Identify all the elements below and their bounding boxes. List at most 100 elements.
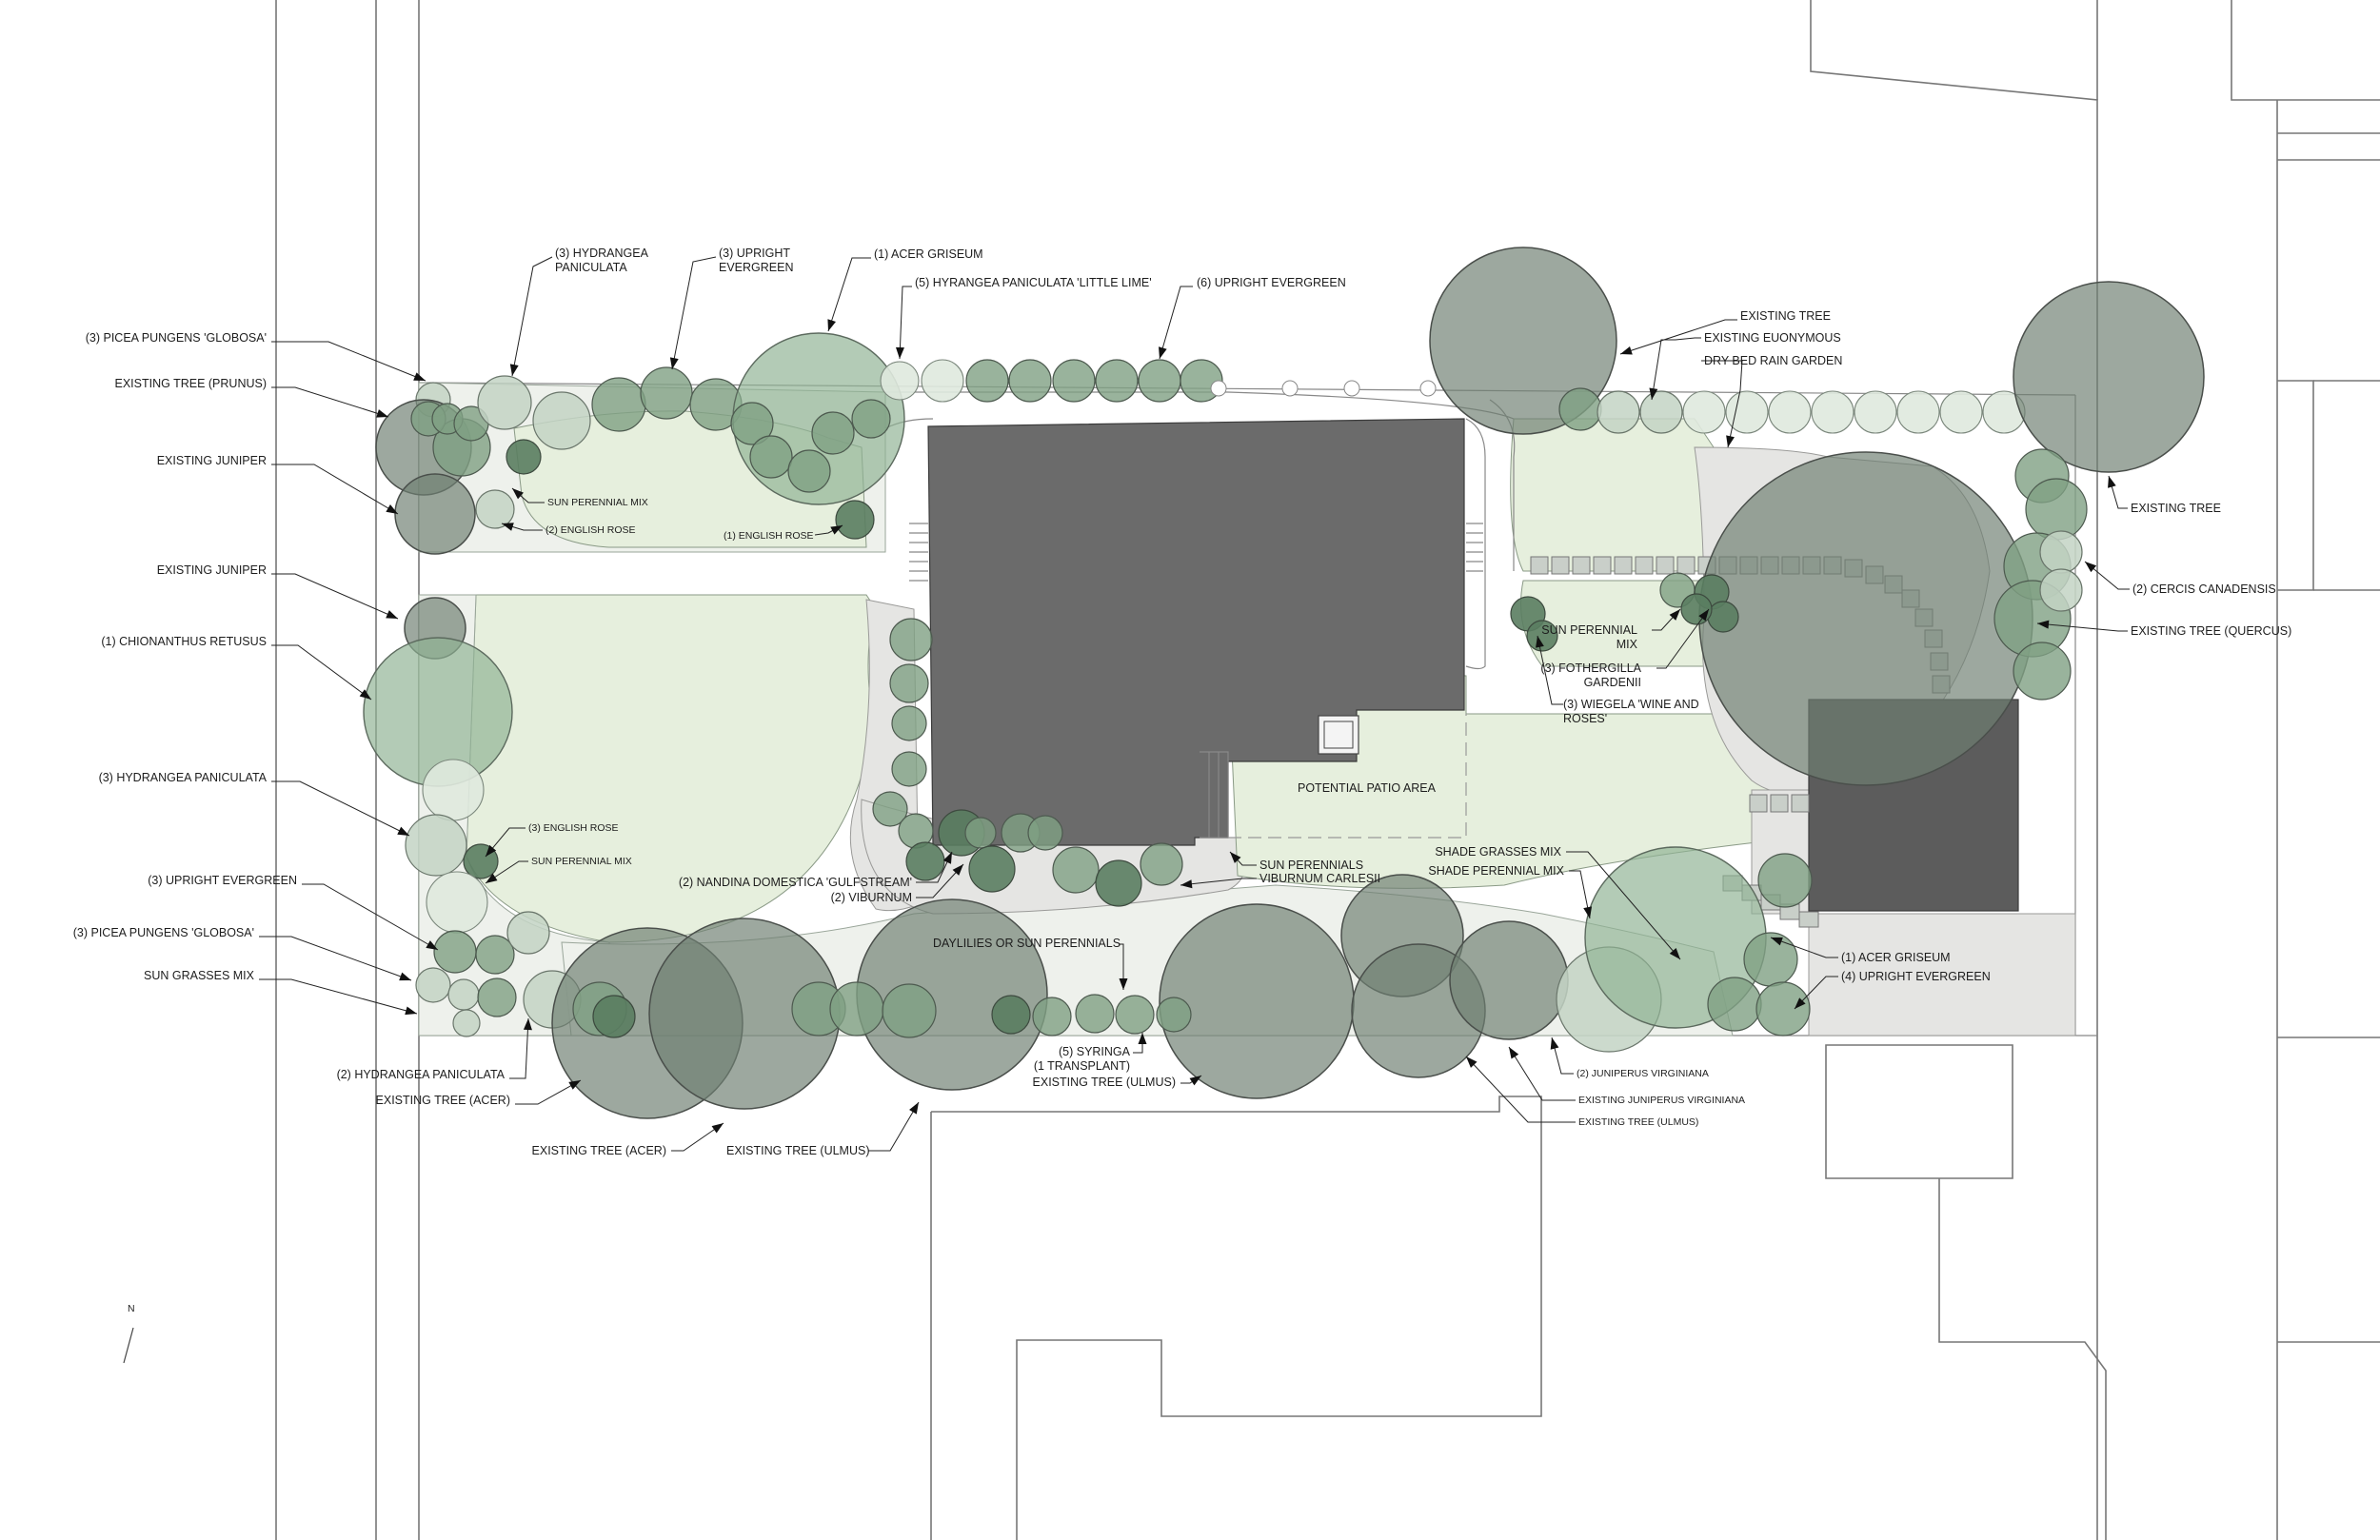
leader-arrowhead <box>1189 1076 1201 1086</box>
plant-label-line: VIBURNUM CARLESII <box>1259 872 1380 885</box>
leader-arrowhead <box>830 525 843 535</box>
plant-label-existing-juniperus: EXISTING JUNIPERUS VIRGINIANA <box>1578 1095 1745 1106</box>
leader-line <box>1656 608 1710 669</box>
leader-line <box>1701 360 1743 448</box>
leader-line <box>1465 1056 1576 1123</box>
leader-arrowhead <box>1536 636 1544 648</box>
plant-label-line: EXISTING TREE (ULMUS) <box>726 1144 869 1157</box>
plant-label-line: SUN PERENNIAL MIX <box>547 497 648 508</box>
plant-label-line: (1) ACER GRISEUM <box>874 247 983 261</box>
leader-arrowhead <box>909 1102 919 1115</box>
plant-label-line: EXISTING JUNIPER <box>157 563 267 577</box>
leader-line <box>271 341 426 382</box>
plant-label-line: (2) CERCIS CANADENSIS <box>2132 582 2276 596</box>
leader-arrowhead <box>486 873 498 883</box>
leader-line <box>515 1079 582 1105</box>
plant-label-sun-grasses: SUN GRASSES MIX <box>144 969 255 982</box>
plant-label-dry-bed: DRY BED RAIN GARDEN <box>1704 354 1842 367</box>
plant-label-line: (3) UPRIGHT <box>719 247 790 260</box>
leader-arrowhead <box>669 357 679 369</box>
plant-label-line: (5) SYRINGA <box>1059 1045 1131 1058</box>
leader-arrowhead <box>509 364 519 376</box>
plant-label-line: (2) NANDINA DOMESTICA 'GULFSTREAM' <box>679 876 912 889</box>
plant-label-line: (2) VIBURNUM <box>831 891 912 904</box>
leader-line <box>1619 319 1737 355</box>
plant-label-picea-globosa-nw: (3) PICEA PUNGENS 'GLOBOSA' <box>86 331 267 345</box>
leader-arrowhead <box>386 504 398 514</box>
leader-arrowhead <box>523 1018 532 1031</box>
plant-label-acer-griseum-n: (1) ACER GRISEUM <box>874 247 983 261</box>
plant-label-cercis: (2) CERCIS CANADENSIS <box>2132 582 2276 596</box>
plant-label-upright-evergreen-w: (3) UPRIGHT EVERGREEN <box>148 874 297 887</box>
leader-arrowhead <box>502 523 514 531</box>
north-label: N <box>128 1303 135 1314</box>
leader-line <box>1537 635 1563 705</box>
plant-label-nandina: (2) NANDINA DOMESTICA 'GULFSTREAM' <box>679 876 912 889</box>
leader-arrowhead <box>512 488 524 500</box>
plant-label-existing-ulmus-1: EXISTING TREE (ULMUS) <box>726 1144 869 1157</box>
leader-arrowhead <box>1550 1037 1559 1050</box>
plant-label-line: EXISTING TREE <box>2131 502 2221 515</box>
leader-line <box>1569 870 1591 919</box>
leader-arrowhead <box>359 689 371 700</box>
plant-label-hyrangea-little-lime: (5) HYRANGEA PANICULATA 'LITTLE LIME' <box>915 276 1152 289</box>
leader-arrowhead <box>426 940 438 950</box>
plant-label-picea-globosa-sw: (3) PICEA PUNGENS 'GLOBOSA' <box>73 926 254 939</box>
leader-line <box>1180 878 1257 886</box>
leader-arrowhead <box>399 972 411 981</box>
plant-label-viburnum: (2) VIBURNUM <box>831 891 912 904</box>
plant-label-shade-grasses: SHADE GRASSES MIX <box>1435 845 1561 859</box>
leader-line <box>271 464 399 515</box>
leader-line <box>509 1017 529 1079</box>
leader-arrowhead <box>895 346 904 359</box>
plant-label-line: SHADE GRASSES MIX <box>1435 845 1561 859</box>
plant-label-existing-euonymous: EXISTING EUONYMOUS <box>1704 331 1841 345</box>
plant-label-line: EXISTING TREE <box>1740 309 1831 323</box>
leader-line <box>1566 851 1681 960</box>
plant-label-english-rose-1: (1) ENGLISH ROSE <box>724 530 814 542</box>
plant-label-line: (5) HYRANGEA PANICULATA 'LITTLE LIME' <box>915 276 1152 289</box>
plant-label-line: (1) ENGLISH ROSE <box>724 530 814 542</box>
leader-line <box>671 1122 724 1152</box>
plant-label-line: EXISTING TREE (PRUNUS) <box>114 377 267 390</box>
plant-label-line: (6) UPRIGHT EVERGREEN <box>1197 276 1346 289</box>
plant-label-daylilies: DAYLILIES OR SUN PERENNIALS <box>933 937 1121 950</box>
leader-arrowhead <box>827 319 836 331</box>
plant-label-line: (2) JUNIPERUS VIRGINIANA <box>1577 1068 1709 1079</box>
leader-arrowhead <box>1649 387 1658 400</box>
plant-label-line: SUN GRASSES MIX <box>144 969 255 982</box>
plant-label-hydrangea-2: (2) HYDRANGEA PANICULATA <box>337 1068 506 1081</box>
leader-line <box>1119 943 1124 990</box>
leader-arrowhead <box>2108 476 2116 488</box>
leader-arrowhead <box>942 852 952 864</box>
plant-label-existing-juniper-1: EXISTING JUNIPER <box>157 454 267 467</box>
leader-line <box>1651 337 1701 401</box>
plant-label-acer-griseum-se: (1) ACER GRISEUM <box>1841 951 1951 964</box>
plant-label-line: EXISTING JUNIPER <box>157 454 267 467</box>
plant-label-line: (1 TRANSPLANT) <box>1034 1059 1130 1073</box>
leader-arrowhead <box>1119 978 1128 990</box>
leader-arrowhead <box>1726 435 1735 447</box>
plant-label-line: EXISTING TREE (ULMUS) <box>1578 1116 1698 1128</box>
leader-arrowhead <box>376 409 388 418</box>
plant-label-line: SUN PERENNIAL <box>1541 623 1637 637</box>
plant-label-line: ROSES' <box>1563 712 1607 725</box>
leader-arrowhead <box>1698 609 1709 622</box>
leader-arrowhead <box>413 372 426 381</box>
plant-label-line: MIX <box>1616 638 1638 651</box>
leader-line <box>485 827 526 858</box>
leader-line <box>1508 1046 1576 1101</box>
leader-line <box>1159 286 1193 360</box>
plant-label-syringa: (5) SYRINGA(1 TRANSPLANT) <box>1034 1045 1131 1073</box>
plant-label-line: (3) WIEGELA 'WINE AND <box>1563 698 1699 711</box>
plant-label-line: (2) ENGLISH ROSE <box>545 524 636 536</box>
plant-label-line: EXISTING TREE (ULMUS) <box>1033 1076 1176 1089</box>
plant-label-upright-evergreen-6: (6) UPRIGHT EVERGREEN <box>1197 276 1346 289</box>
house: POTENTIAL PATIO AREA <box>909 418 1483 846</box>
plant-label-existing-juniper-2: EXISTING JUNIPER <box>157 563 267 577</box>
leader-line <box>511 256 553 377</box>
leader-line <box>271 573 399 620</box>
